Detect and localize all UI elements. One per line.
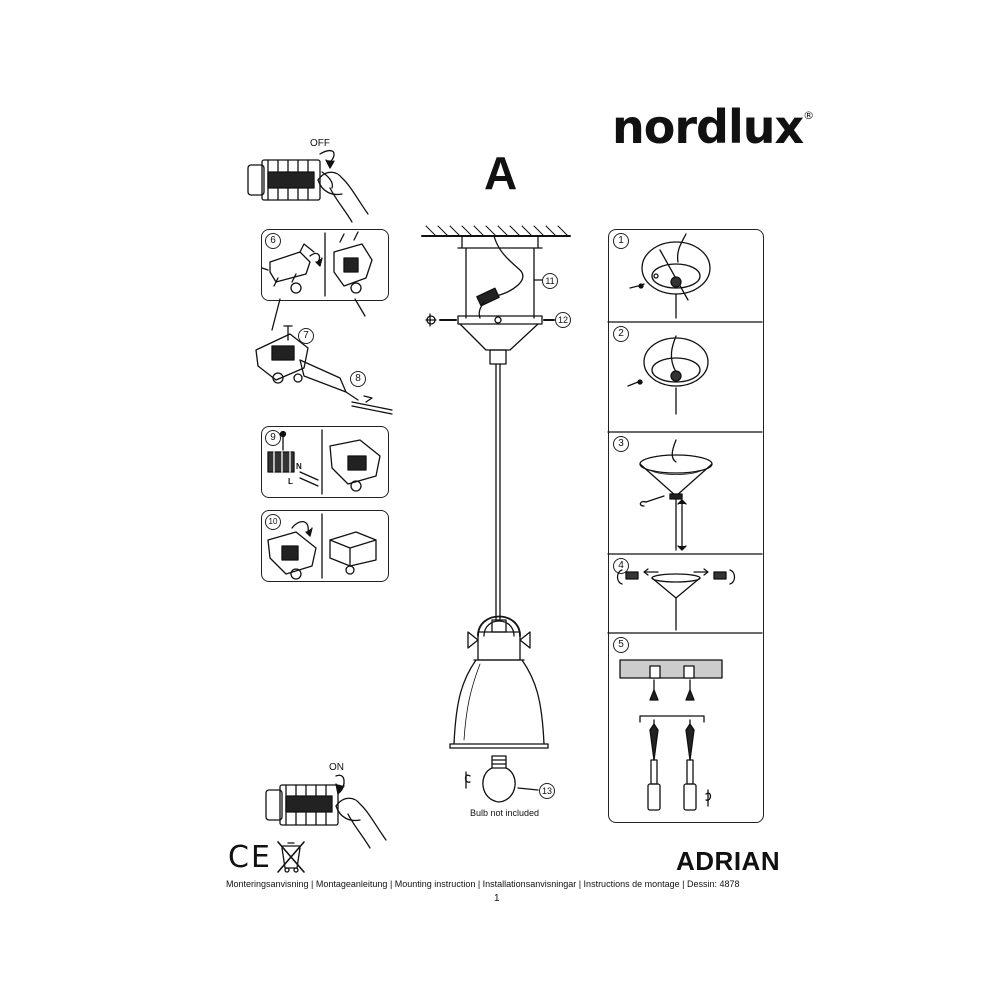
- callout-13: 13: [539, 783, 555, 799]
- step-6-panel: [261, 229, 389, 301]
- hand-icon: [317, 171, 369, 223]
- step-number-6: 6: [265, 233, 281, 249]
- step-number-5: 5: [613, 637, 629, 653]
- switch-on-illustration: [265, 774, 387, 849]
- weee-bin-icon: [277, 841, 305, 873]
- ceiling-mount-drawing: [421, 225, 571, 365]
- switch-off-illustration: [247, 149, 335, 201]
- pendant-cord: [495, 363, 501, 621]
- step-number-9: 9: [265, 430, 281, 446]
- bulb-drawing: [464, 755, 539, 803]
- callout-11: 11: [542, 273, 558, 289]
- step-number-4: 4: [613, 558, 629, 574]
- step-number-8: 8: [350, 371, 366, 387]
- callout-12: 12: [555, 312, 571, 328]
- brand-logo: nordlux®: [612, 104, 814, 150]
- page-number: 1: [494, 893, 500, 904]
- neutral-label: N: [296, 462, 302, 471]
- bulb-note: Bulb not included: [470, 808, 540, 818]
- step-number-3: 3: [613, 436, 629, 452]
- step-7-8-drawing: [255, 298, 393, 415]
- ce-mark-icon: CE: [228, 840, 272, 875]
- pendant-shade-drawing: [449, 615, 549, 749]
- step-10-panel: [261, 510, 389, 582]
- registered-mark: ®: [803, 109, 814, 122]
- switch-off-label: OFF: [310, 138, 330, 149]
- footer-languages: Monteringsanvisning | Montageanleitung |…: [226, 879, 740, 889]
- step-number-1: 1: [613, 233, 629, 249]
- step-number-7: 7: [298, 328, 314, 344]
- switch-on-label: ON: [329, 762, 344, 773]
- live-label: L: [288, 477, 293, 486]
- step-number-10: 10: [265, 514, 281, 530]
- step-9-panel: [261, 426, 389, 498]
- brand-name: nordlux: [612, 100, 804, 154]
- steps-right-panel: [608, 229, 764, 823]
- variant-letter: A: [484, 147, 518, 199]
- product-name: ADRIAN: [676, 846, 781, 876]
- step-number-2: 2: [613, 326, 629, 342]
